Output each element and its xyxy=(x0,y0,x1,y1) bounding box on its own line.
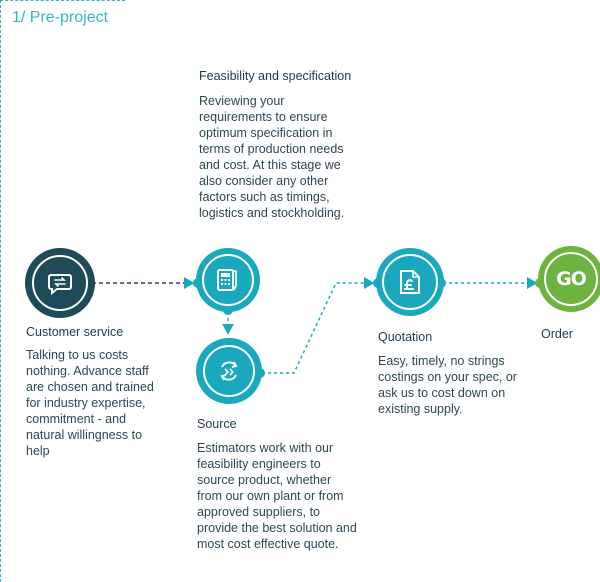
order-title: Order xyxy=(541,327,573,341)
chat-bubble-icon xyxy=(48,274,72,296)
customer-service-title: Customer service xyxy=(26,325,124,339)
feasibility-description: Reviewing your requirements to ensure op… xyxy=(199,94,345,220)
feasibility-title: Feasibility and specification xyxy=(199,69,352,83)
recycle-arrows-icon xyxy=(220,361,238,381)
customer-service-description: Talking to us costs nothing. Advance sta… xyxy=(26,348,154,458)
node-quotation xyxy=(376,248,444,316)
quotation-title: Quotation xyxy=(378,330,433,344)
source-title: Source xyxy=(197,417,237,431)
connector-source-to-quotation xyxy=(262,277,375,374)
calculator-pen-icon xyxy=(217,269,237,291)
frame-border-left xyxy=(0,0,1,582)
node-feasibility xyxy=(196,248,260,312)
go-icon: GO xyxy=(556,268,587,290)
source-description: Estimators work with our feasibility eng… xyxy=(197,441,357,551)
quotation-description: Easy, timely, no strings costings on you… xyxy=(378,354,517,416)
frame-border-top xyxy=(0,0,125,1)
node-order: GO xyxy=(538,246,600,312)
node-source xyxy=(196,338,262,404)
section-title: 1/ Pre-project xyxy=(12,9,109,26)
node-customer-service xyxy=(25,248,95,318)
document-pound-icon xyxy=(400,270,420,294)
